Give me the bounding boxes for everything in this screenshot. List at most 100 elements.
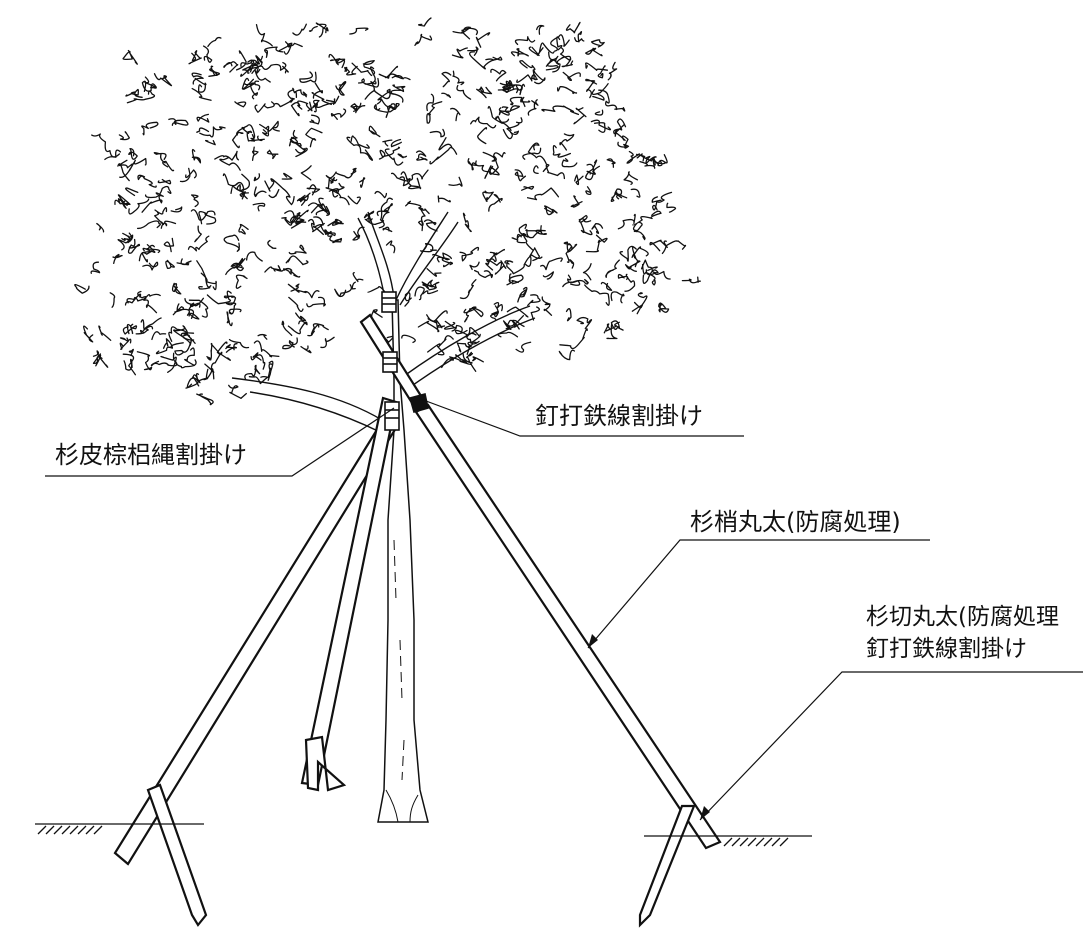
leaf-scribble <box>309 114 320 125</box>
leaf-scribble <box>476 88 487 99</box>
leaf-scribble <box>559 328 588 350</box>
leaf-scribble <box>137 174 157 188</box>
leaf-scribble <box>370 80 377 92</box>
leaf-scribble <box>459 246 480 262</box>
leaf-scribble <box>506 279 519 286</box>
leaf-scribble <box>297 100 313 112</box>
leaf-scribble <box>619 245 637 262</box>
leaf-scribble <box>264 266 293 273</box>
leaf-scribble <box>493 301 504 312</box>
leaf-scribble <box>516 233 529 240</box>
leaf-scribble <box>183 337 192 346</box>
leaf-scribble <box>122 323 138 335</box>
leaf-scribble <box>296 194 309 206</box>
leaf-scribble <box>307 99 320 112</box>
leaf-scribble <box>248 376 270 385</box>
leaf-scribble <box>172 306 185 316</box>
leaf-scribble <box>222 173 239 187</box>
leaf-scribble <box>598 89 618 111</box>
leaf-scribble <box>281 212 301 224</box>
label-nail-wire-top: 釘打鉄線割掛け <box>535 402 703 430</box>
leaf-scribble <box>141 244 156 263</box>
leaf-scribble <box>578 218 592 223</box>
leaf-scribble <box>401 334 416 344</box>
leaf-scribble <box>250 135 265 142</box>
leaf-scribble <box>214 150 240 161</box>
center-stake <box>304 735 347 792</box>
leaf-scribble <box>518 223 534 251</box>
leaf-scribble <box>292 23 307 36</box>
leaf-scribble <box>125 187 139 197</box>
leaf-scribble <box>225 343 238 353</box>
leaf-scribble <box>325 176 337 192</box>
leaf-scribble <box>141 192 164 213</box>
leaf-scribble <box>236 124 256 141</box>
leaf-scribble <box>198 285 211 290</box>
leaf-scribble <box>225 344 237 350</box>
leaf-scribble <box>228 338 250 349</box>
leaf-scribble <box>210 341 228 356</box>
leaf-scribble <box>490 305 499 321</box>
leaf-scribble <box>378 146 401 160</box>
leaf-scribble <box>528 46 540 57</box>
leaf-scribble <box>515 83 526 96</box>
leaf-scribble <box>142 261 159 271</box>
leaf-scribble <box>651 196 662 203</box>
leaf-scribble <box>253 340 280 358</box>
leaf-scribble <box>352 226 365 241</box>
leaf-scribble <box>464 306 477 323</box>
leaf-scribble <box>624 260 641 272</box>
leaf-scribble <box>254 80 261 91</box>
leaf-scribble <box>374 190 388 199</box>
tree-branches <box>231 211 536 433</box>
leaf-scribble <box>509 96 525 106</box>
leaf-scribble <box>290 283 300 292</box>
leaf-scribble <box>205 139 216 146</box>
leaf-scribble <box>559 47 572 61</box>
leaf-scribble <box>128 198 150 215</box>
binding-top <box>381 291 397 313</box>
leaf-scribble <box>577 30 583 43</box>
leaf-scribble <box>306 184 321 196</box>
leaf-scribble <box>225 297 237 315</box>
leaf-scribble <box>328 188 340 198</box>
leaf-scribble <box>469 51 495 70</box>
leaf-scribble <box>569 259 575 269</box>
leaf-scribble <box>610 191 628 203</box>
leaf-scribble <box>223 234 240 252</box>
leaf-scribble <box>500 118 512 131</box>
leaf-scribble <box>462 212 472 233</box>
leaf-scribble <box>391 75 411 81</box>
leaf-scribble <box>368 125 381 138</box>
leaf-scribble <box>435 319 446 329</box>
center-left-pole <box>300 396 398 787</box>
leaf-scribble <box>385 240 396 254</box>
leaf-scribble <box>405 200 430 215</box>
leaf-scribble <box>487 105 503 124</box>
leaf-scribble <box>294 89 308 98</box>
leaf-scribble <box>442 261 453 268</box>
leaf-scribble <box>681 276 701 284</box>
leaf-scribble <box>592 93 605 101</box>
leaf-scribble <box>466 351 474 363</box>
leaf-scribble <box>255 23 273 47</box>
leaf-scribble <box>597 65 606 79</box>
leaf-scribble <box>126 296 147 304</box>
leaf-scribble <box>482 190 494 202</box>
leaf-scribble <box>512 256 532 275</box>
leaf-scribble <box>310 197 328 214</box>
leaf-scribble <box>544 205 558 216</box>
leaf-scribble <box>295 312 307 322</box>
leaf-scribble <box>196 368 209 387</box>
leaf-scribble <box>254 69 271 83</box>
leaf-scribble <box>414 33 433 46</box>
leaf-scribble <box>527 142 547 165</box>
leaf-scribble <box>397 153 408 159</box>
leaf-scribble <box>423 219 438 232</box>
leaf-scribble <box>542 163 566 180</box>
leaf-scribble <box>299 71 317 83</box>
leaf-scribble <box>649 239 668 252</box>
leaf-scribble <box>441 356 472 369</box>
leaf-scribble <box>426 93 435 112</box>
leaf-scribble <box>305 127 323 148</box>
